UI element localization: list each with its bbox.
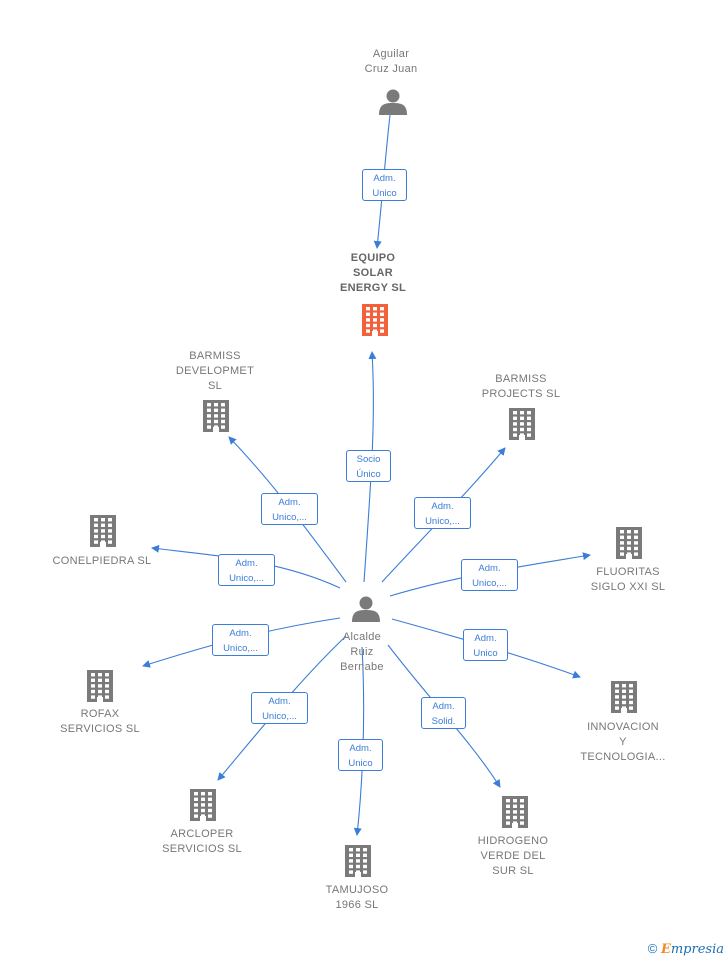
node-label-alcalde[interactable]: Alcalde Ruiz Bernabe [340,630,384,673]
node-label-conelpiedra[interactable]: CONELPIEDRA SL [52,554,152,567]
empresia-logo: Empresia [660,942,724,957]
building-icon-barmiss_dev[interactable] [203,400,229,432]
person-icon-aguilar[interactable] [379,89,407,116]
node-label-rofax[interactable]: ROFAX SERVICIOS SL [60,708,140,735]
node-label-hidrogeno[interactable]: HIDROGENO VERDE DEL SUR SL [477,834,549,877]
footer-brand[interactable]: © Empresia [648,941,724,957]
node-label-equipo[interactable]: EQUIPO SOLAR ENERGY SL [339,251,407,294]
role-label-conelpiedra[interactable]: Adm. Unico,... [218,554,275,586]
role-label-arcloper[interactable]: Adm. Unico,... [251,692,308,724]
building-icon-arcloper[interactable] [190,789,216,821]
node-label-tamujoso[interactable]: TAMUJOSO 1966 SL [325,884,389,911]
building-icon-innovacion[interactable] [611,681,637,713]
role-label-equipo[interactable]: Socio Único [346,450,391,482]
role-label-innovacion[interactable]: Adm. Unico [463,629,508,661]
building-icon-fluoritas[interactable] [616,527,642,559]
role-label-hidrogeno[interactable]: Adm. Solid. [421,697,466,729]
role-label-equipo[interactable]: Adm. Unico [362,169,407,201]
building-icon-hidrogeno[interactable] [502,796,528,828]
node-label-barmiss_dev[interactable]: BARMISS DEVELOPMET SL [175,349,255,392]
role-label-fluoritas[interactable]: Adm. Unico,... [461,559,518,591]
node-label-fluoritas[interactable]: FLUORITAS SIGLO XXI SL [590,566,666,593]
role-label-barmiss_proj[interactable]: Adm. Unico,... [414,497,471,529]
role-label-tamujoso[interactable]: Adm. Unico [338,739,383,771]
building-icon-barmiss_proj[interactable] [509,408,535,440]
building-icon-equipo[interactable] [362,304,388,336]
building-icon-tamujoso[interactable] [345,845,371,877]
building-icon-rofax[interactable] [87,670,113,702]
node-label-arcloper[interactable]: ARCLOPER SERVICIOS SL [162,828,242,855]
copyright-symbol: © [647,941,658,956]
node-label-aguilar[interactable]: Aguilar Cruz Juan [364,48,418,75]
node-label-innovacion[interactable]: INNOVACION Y TECNOLOGIA... [580,720,666,763]
building-icon-conelpiedra[interactable] [90,515,116,547]
role-label-rofax[interactable]: Adm. Unico,... [212,624,269,656]
person-icon-alcalde[interactable] [352,596,380,623]
role-label-barmiss_dev[interactable]: Adm. Unico,... [261,493,318,525]
node-label-barmiss_proj[interactable]: BARMISS PROJECTS SL [481,373,561,400]
